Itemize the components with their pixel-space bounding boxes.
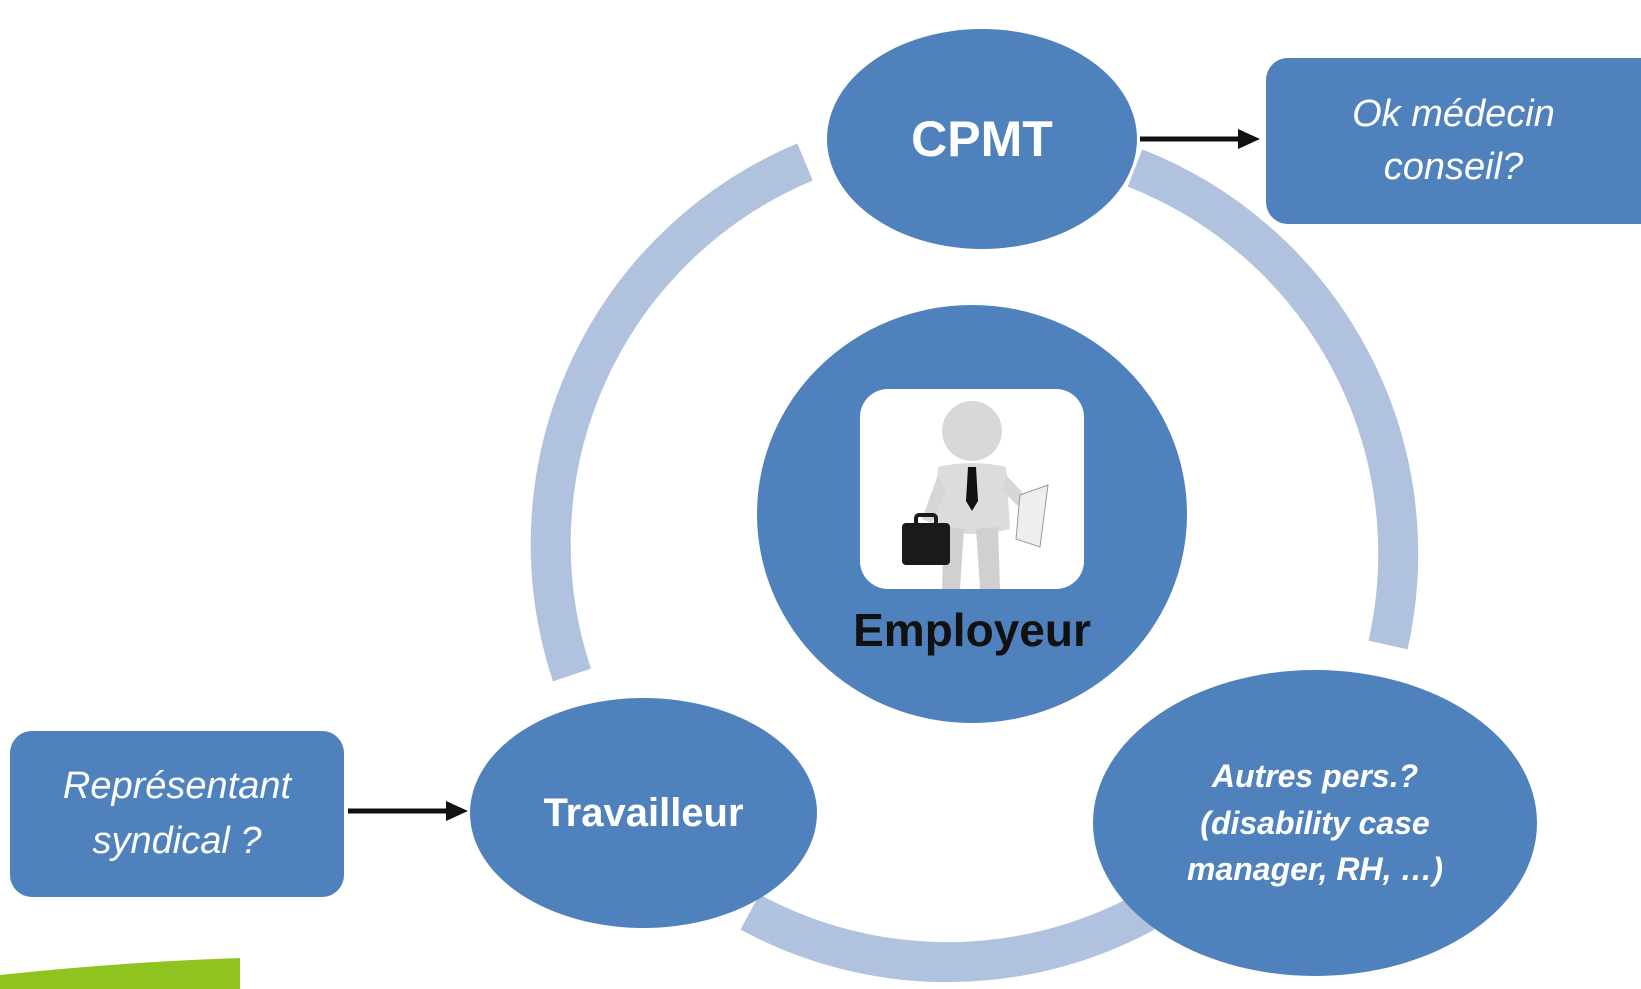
medecin-line1: Ok médecin bbox=[1352, 92, 1555, 135]
node-travailleur: Travailleur bbox=[470, 698, 817, 928]
node-employeur-label: Employeur bbox=[853, 604, 1091, 656]
businessman-with-briefcase-icon bbox=[902, 401, 1049, 589]
representant-syndical-box: Représentant syndical ? bbox=[10, 731, 344, 897]
node-travailleur-label: Travailleur bbox=[543, 790, 744, 835]
employer-picture bbox=[860, 389, 1084, 589]
autres-line3: manager, RH, …) bbox=[1186, 851, 1444, 888]
node-employeur: Employeur bbox=[757, 305, 1187, 723]
medecin-conseil-box: Ok médecin conseil? bbox=[1266, 58, 1641, 224]
node-autres: Autres pers.? (disability case manager, … bbox=[1093, 670, 1537, 976]
cycle-ring bbox=[530, 143, 1419, 983]
accent-bar bbox=[0, 958, 240, 989]
arrow-cpmt-to-medecin bbox=[1140, 129, 1260, 149]
autres-line2: (disability case bbox=[1200, 804, 1430, 841]
ring-segment-bottom bbox=[740, 894, 1155, 983]
ring-segment-right bbox=[1127, 149, 1419, 650]
node-cpmt: CPMT bbox=[827, 29, 1137, 249]
autres-line1: Autres pers.? bbox=[1211, 758, 1419, 795]
medecin-line2: conseil? bbox=[1383, 146, 1524, 188]
ring-segment-left bbox=[530, 143, 813, 682]
syndical-line2: syndical ? bbox=[92, 820, 262, 862]
syndical-line1: Représentant bbox=[62, 764, 292, 807]
arrow-syndical-to-travailleur bbox=[348, 801, 468, 821]
node-cpmt-label: CPMT bbox=[911, 111, 1053, 167]
